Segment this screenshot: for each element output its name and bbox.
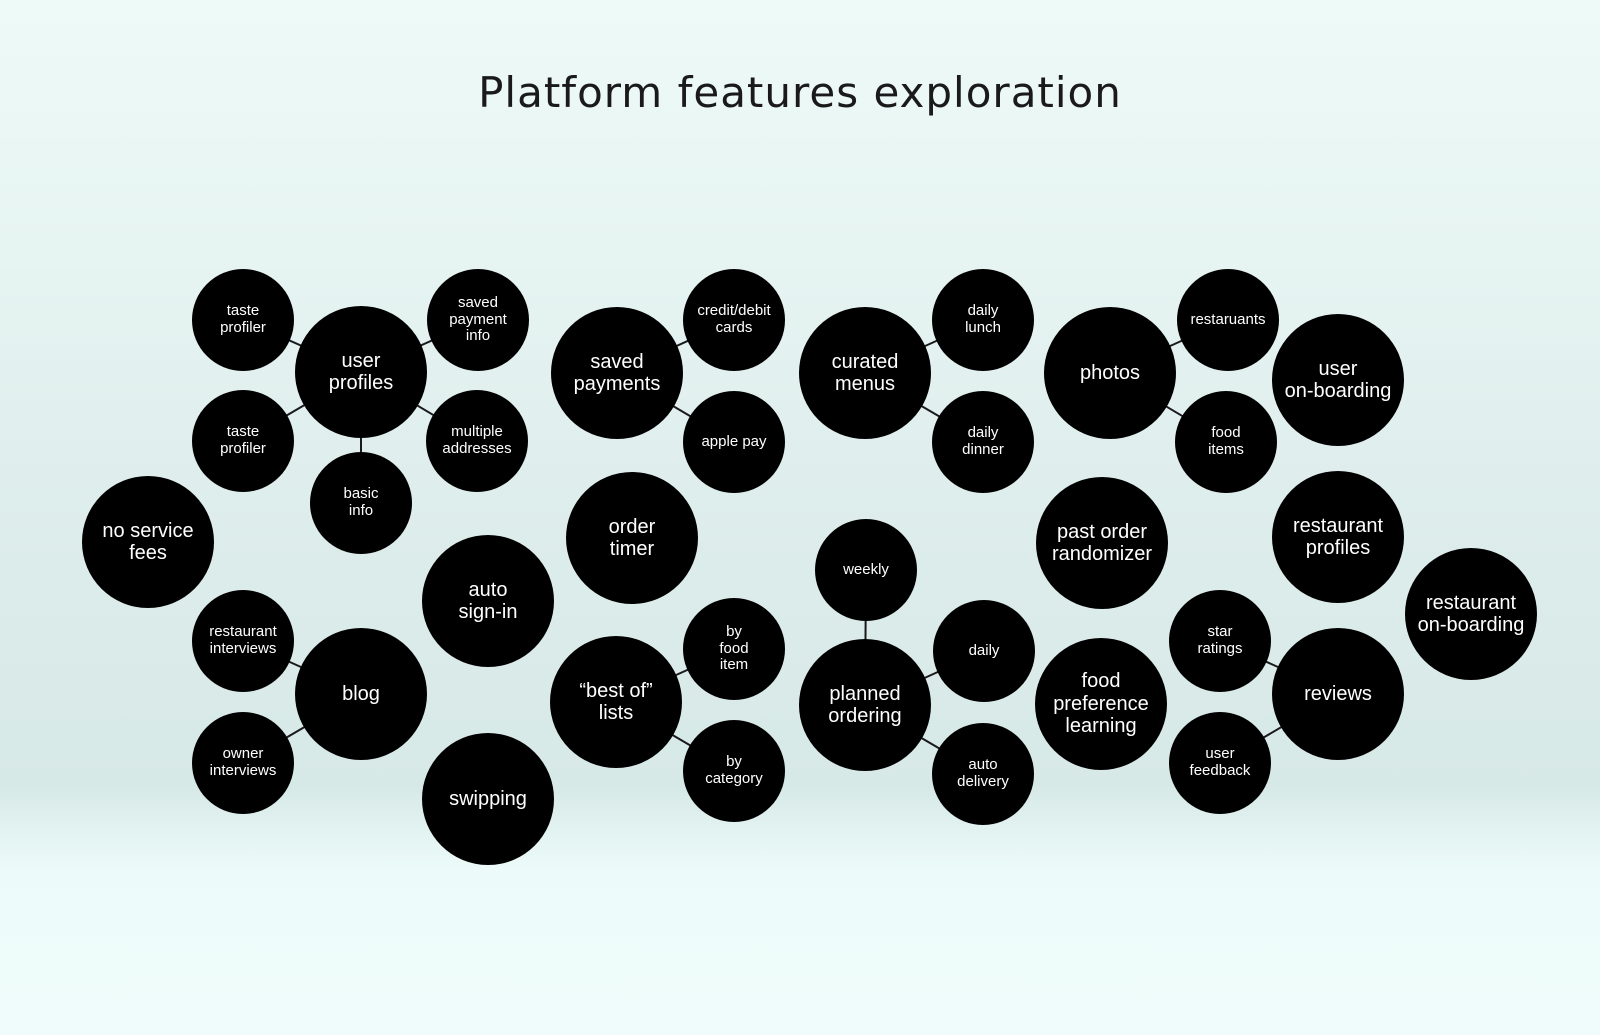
bubble-user-onboarding: user on-boarding	[1272, 314, 1404, 446]
bubble-user-feedback: user feedback	[1169, 712, 1271, 814]
bubble-label: basic info	[343, 485, 379, 519]
bubble-saved-payments: saved payments	[551, 307, 683, 439]
bubble-photo-restaurants: restaruants	[1177, 269, 1279, 371]
bubble-credit-debit-cards: credit/debit cards	[683, 269, 785, 371]
bubble-label: restaurant profiles	[1292, 514, 1384, 559]
bubble-label: order timer	[608, 515, 656, 560]
bubble-daily-dinner: daily dinner	[932, 391, 1034, 493]
bubble-label: “best of” lists	[579, 679, 653, 724]
bubble-taste-profiler-1: taste profiler	[192, 269, 294, 371]
bubble-apple-pay: apple pay	[683, 391, 785, 493]
bubble-label: food preference learning	[1053, 670, 1149, 738]
bubble-photos: photos	[1044, 307, 1176, 439]
bubble-label: user feedback	[1189, 745, 1251, 779]
bubble-label: taste profiler	[220, 423, 266, 457]
bubble-label: restaurant interviews	[209, 623, 277, 657]
bubble-weekly: weekly	[815, 519, 917, 621]
bubble-owner-interviews: owner interviews	[192, 712, 294, 814]
bubble-basic-info: basic info	[310, 452, 412, 554]
bubble-restaurant-profiles: restaurant profiles	[1272, 471, 1404, 603]
bubble-food-items: food items	[1175, 391, 1277, 493]
bubble-user-profiles: user profiles	[295, 306, 427, 438]
bubble-curated-menus: curated menus	[799, 307, 931, 439]
bubble-label: no service fees	[102, 519, 194, 564]
bubble-label: by category	[705, 753, 763, 787]
bubble-label: past order randomizer	[1051, 520, 1153, 565]
bubble-best-of-lists: “best of” lists	[550, 636, 682, 768]
bubble-daily-lunch: daily lunch	[932, 269, 1034, 371]
bubble-planned-ordering: planned ordering	[799, 639, 931, 771]
bubble-label: photos	[1079, 361, 1141, 384]
bubble-label: apple pay	[701, 432, 767, 450]
bubble-saved-payment-info: saved payment info	[427, 269, 529, 371]
bubble-label: restaurant on-boarding	[1417, 591, 1525, 636]
bubble-label: saved payment info	[449, 293, 507, 345]
bubble-by-category: by category	[683, 720, 785, 822]
bubble-auto-delivery: auto delivery	[932, 723, 1034, 825]
bubble-label: swipping	[449, 787, 527, 810]
bubble-label: credit/debit cards	[697, 302, 771, 336]
bubble-by-food-item: by food item	[683, 598, 785, 700]
bubble-label: owner interviews	[209, 745, 277, 779]
bubble-past-order-randomizer: past order randomizer	[1036, 477, 1168, 609]
bubble-label: auto sign-in	[458, 578, 518, 623]
bubble-swipping: swipping	[422, 733, 554, 865]
bubble-taste-profiler-2: taste profiler	[192, 390, 294, 492]
bubble-label: daily lunch	[965, 302, 1001, 336]
bubble-label: blog	[342, 682, 380, 705]
bubble-label: by food item	[719, 622, 749, 674]
bubble-blog: blog	[295, 628, 427, 760]
bubble-food-preference-learning: food preference learning	[1035, 638, 1167, 770]
bubble-label: auto delivery	[957, 756, 1009, 790]
bubble-multiple-addresses: multiple addresses	[426, 390, 528, 492]
bubble-label: reviews	[1304, 682, 1372, 705]
bubble-label: daily dinner	[962, 424, 1004, 458]
bubble-label: daily	[968, 641, 1000, 659]
bubble-restaurant-interviews: restaurant interviews	[192, 590, 294, 692]
bubble-daily: daily	[933, 600, 1035, 702]
bubble-label: user on-boarding	[1284, 357, 1392, 402]
bubble-no-service-fees: no service fees	[82, 476, 214, 608]
bubble-restaurant-onboarding: restaurant on-boarding	[1405, 548, 1537, 680]
page-title: Platform features exploration	[478, 68, 1122, 117]
bubble-label: food items	[1208, 424, 1244, 458]
bubble-label: taste profiler	[220, 302, 266, 336]
bubble-reviews: reviews	[1272, 628, 1404, 760]
bubble-label: star ratings	[1197, 623, 1243, 657]
bubble-label: restaruants	[1190, 310, 1266, 328]
bubble-auto-sign-in: auto sign-in	[422, 535, 554, 667]
bubble-label: saved payments	[573, 350, 661, 395]
bubble-order-timer: order timer	[566, 472, 698, 604]
bubble-label: multiple addresses	[442, 423, 512, 457]
bubble-label: user profiles	[328, 349, 394, 394]
bubble-label: planned ordering	[828, 682, 902, 727]
bubble-star-ratings: star ratings	[1169, 590, 1271, 692]
bubble-label: weekly	[843, 560, 889, 578]
bubble-label: curated menus	[831, 350, 899, 395]
